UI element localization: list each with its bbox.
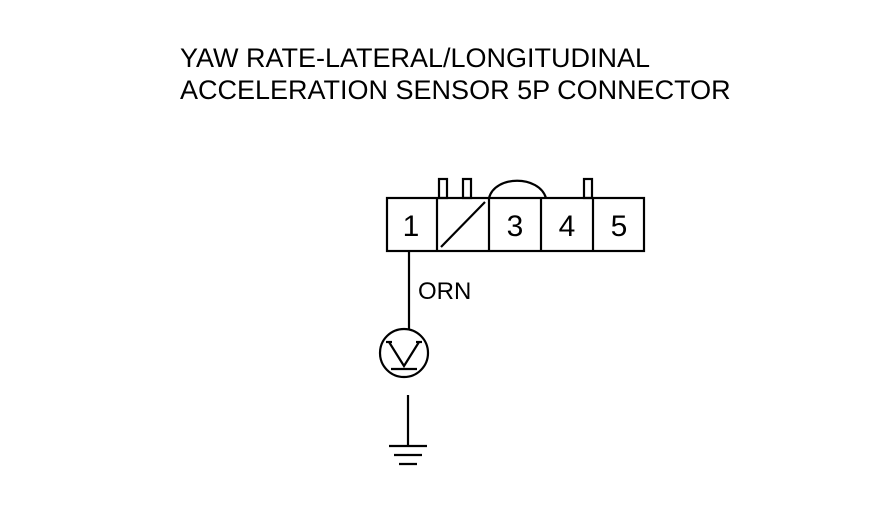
title-line-2: ACCELERATION SENSOR 5P CONNECTOR xyxy=(180,75,731,105)
ground-icon xyxy=(389,444,427,466)
connector-body xyxy=(385,196,646,253)
connector-tab-left-2 xyxy=(461,177,473,200)
connector-tab-right xyxy=(582,177,594,200)
pin-label-4: 4 xyxy=(559,210,576,243)
connector-latch xyxy=(487,179,548,199)
connector-tab-left-1 xyxy=(437,177,449,200)
wire-color-label: ORN xyxy=(418,278,471,305)
diagram-title: YAW RATE-LATERAL/LONGITUDINAL ACCELERATI… xyxy=(180,42,731,106)
voltmeter-icon xyxy=(378,327,430,379)
unused-pin-slash xyxy=(440,201,486,248)
pin-label-1: 1 xyxy=(403,210,420,243)
pin-label-5: 5 xyxy=(611,210,628,243)
pin-label-3: 3 xyxy=(507,210,524,243)
title-line-1: YAW RATE-LATERAL/LONGITUDINAL xyxy=(180,43,651,73)
